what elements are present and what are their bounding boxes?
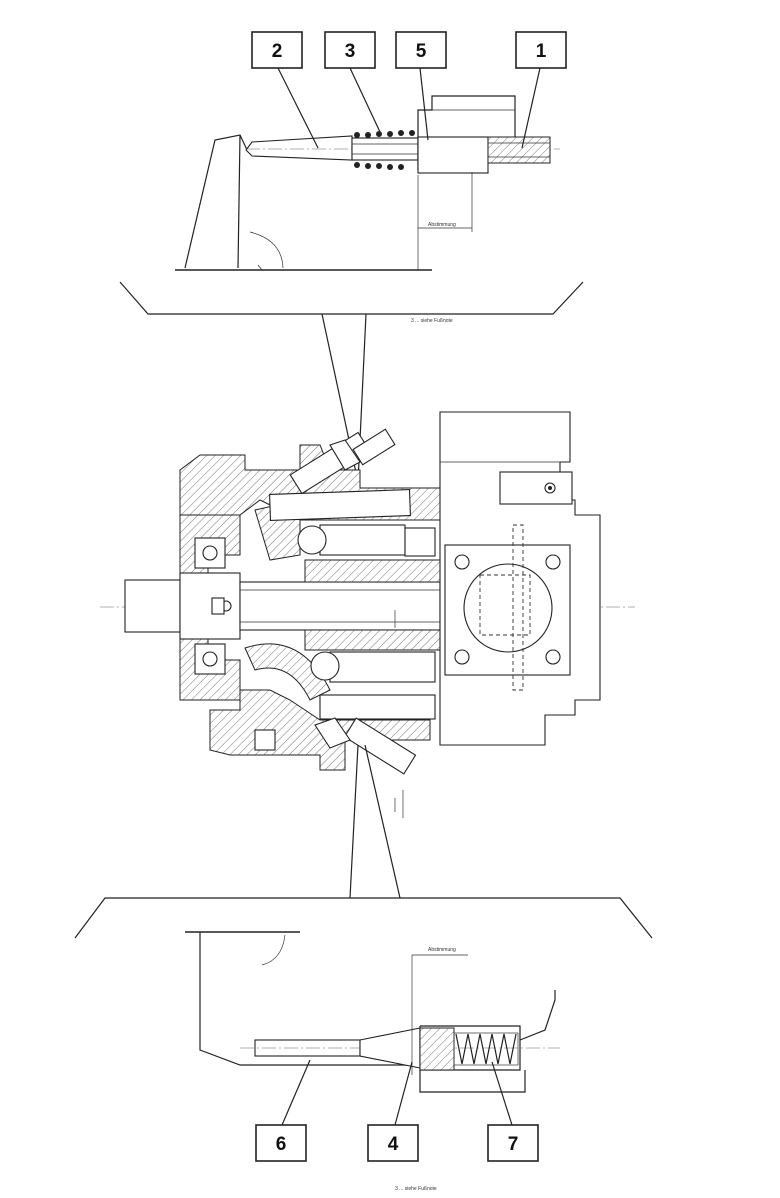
top-spring-coils — [354, 130, 415, 170]
callout-2: 2 — [251, 31, 303, 69]
callout-6-label: 6 — [276, 1134, 287, 1155]
top-detail-bracket — [119, 281, 584, 315]
bottom-footnote-label: 3 ... siehe Fußnote — [395, 1186, 437, 1192]
callout-5-label: 5 — [416, 41, 427, 62]
callout-2-label: 2 — [272, 41, 283, 62]
main-cross-section-view — [100, 411, 635, 818]
callout-7-label: 7 — [508, 1134, 519, 1155]
callout-3-label: 3 — [345, 41, 356, 62]
bottom-dimension-label: Abstimmung — [428, 947, 456, 953]
callout-6: 6 — [255, 1124, 307, 1162]
top-detail-view: Abstimmung — [175, 95, 560, 271]
top-footnote-label: 3 ... siehe Fußnote — [411, 318, 453, 324]
bottom-detail-view: Abstimmung — [185, 931, 560, 1093]
callout-1-label: 1 — [536, 41, 547, 62]
callout-1: 1 — [515, 31, 567, 69]
callout-3: 3 — [324, 31, 376, 69]
top-dimension-label: Abstimmung — [428, 222, 456, 228]
callout-7: 7 — [487, 1124, 539, 1162]
bottom-detail-bracket — [74, 897, 653, 939]
callout-4: 4 — [367, 1124, 419, 1162]
callout-4-label: 4 — [388, 1134, 399, 1155]
callout-5: 5 — [395, 31, 447, 69]
